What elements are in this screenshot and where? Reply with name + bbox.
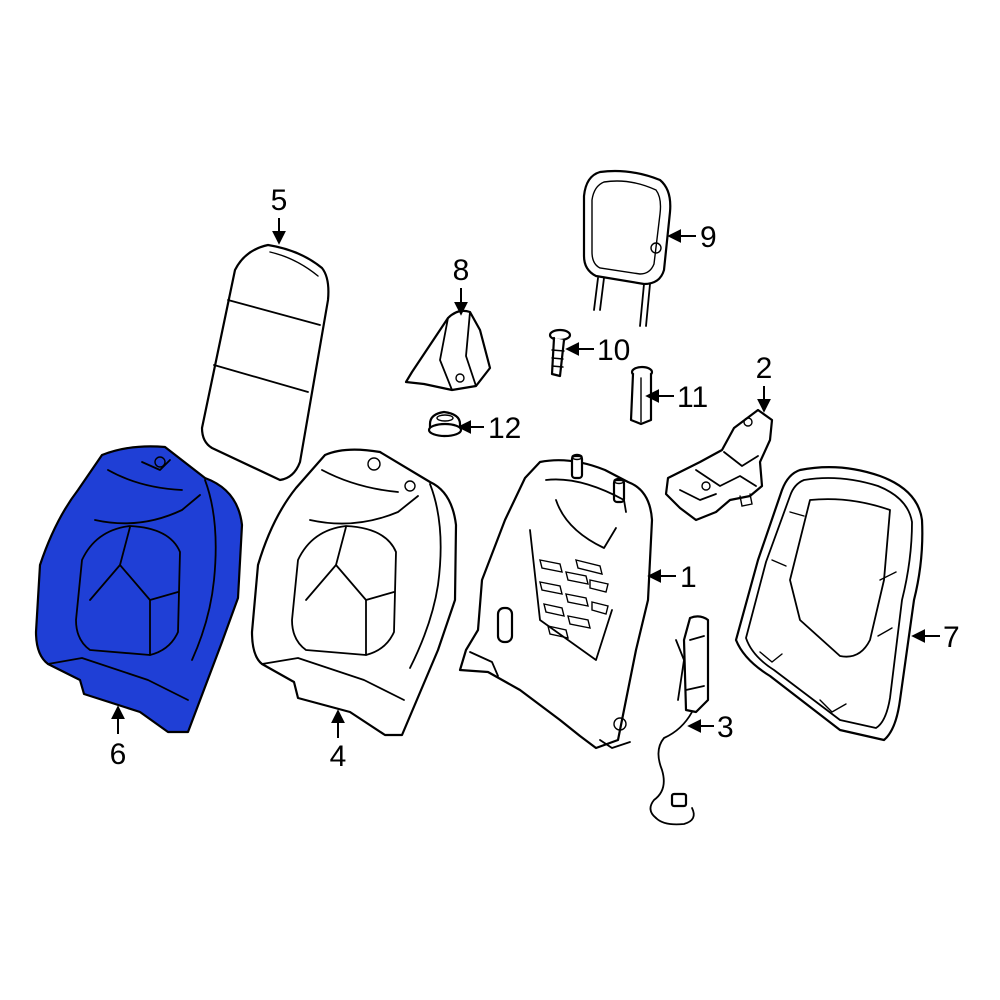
part-9-headrest[interactable] (582, 169, 672, 327)
callout-3: 3 (717, 711, 734, 744)
callout-9: 9 (700, 221, 717, 254)
part-4-seat-back-cushion[interactable] (250, 448, 458, 737)
callout-1: 1 (680, 561, 697, 594)
callout-2: 2 (756, 352, 773, 385)
part-12-grommet[interactable] (427, 410, 463, 438)
callout-8: 8 (453, 254, 470, 287)
callout-7: 7 (943, 621, 960, 654)
part-1-seat-back-frame[interactable] (458, 453, 654, 750)
part-5-seat-back-pad[interactable] (200, 243, 330, 482)
part-11-headrest-guide[interactable] (629, 365, 654, 426)
callout-5: 5 (271, 184, 288, 217)
part-3-side-airbag-harness[interactable] (649, 615, 710, 826)
callout-4: 4 (330, 740, 347, 773)
callout-labels: 5 8 9 10 11 2 12 1 7 3 6 4 (110, 184, 960, 773)
part-7-seat-back-panel[interactable] (734, 466, 924, 742)
leader-lines (111, 218, 940, 738)
part-8-bracket[interactable] (404, 309, 492, 392)
callout-11: 11 (677, 381, 708, 414)
part-10-bolt[interactable] (548, 328, 572, 378)
callout-6: 6 (110, 738, 127, 771)
part-6-seat-back-cover[interactable] (34, 445, 244, 734)
callout-10: 10 (597, 334, 630, 367)
callout-12: 12 (488, 412, 521, 445)
part-2-recliner-bracket[interactable] (664, 408, 774, 522)
